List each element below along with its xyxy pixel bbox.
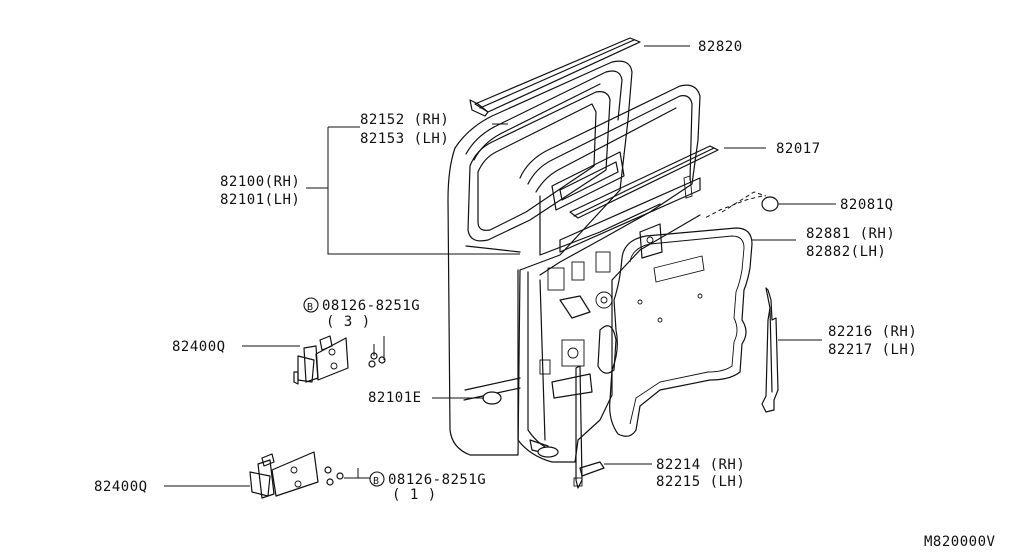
callout-82017: 82017	[776, 141, 821, 157]
callout-bolt-bottom-line-1: 08126-8251G	[388, 472, 486, 488]
part-82081Q-plug	[704, 191, 779, 219]
callout-82017-line-1: 82017	[776, 141, 821, 157]
callout-82100-line-1: 82100(RH)	[220, 174, 300, 190]
callout-82081Q-line-1: 82081Q	[840, 197, 894, 213]
callout-82214-line-2: 82215 (LH)	[656, 474, 745, 490]
callout-bolt-top-line-1: 08126-8251G	[322, 298, 420, 314]
part-82400Q-hinge-upper	[293, 335, 349, 385]
bolt-symbol-bottom: B	[373, 476, 380, 487]
callout-82152: 82152 (RH) 82153 (LH)	[360, 112, 449, 147]
callout-82881-line-2: 82882(LH)	[806, 244, 886, 260]
callout-bolt-top-line-2: ( 3 )	[326, 314, 371, 330]
callout-82214-line-1: 82214 (RH)	[656, 457, 745, 473]
bolt-symbol-top: B	[307, 302, 314, 313]
callout-82820-line-1: 82820	[698, 39, 743, 55]
part-82017-belt-moulding	[569, 145, 719, 219]
part-82152-window-frame	[519, 84, 701, 276]
leader-lines	[164, 45, 836, 487]
callout-82101E-line-1: 82101E	[368, 390, 422, 406]
callout-82152-line-1: 82152 (RH)	[360, 112, 449, 128]
callout-82216-line-2: 82217 (LH)	[828, 342, 917, 358]
callout-82881: 82881 (RH) 82882(LH)	[806, 226, 895, 260]
callout-82081Q: 82081Q	[840, 197, 894, 213]
callout-82152-line-2: 82153 (LH)	[360, 131, 449, 147]
bolts-upper	[368, 336, 386, 368]
callout-bolt-bottom-line-2: ( 1 )	[392, 487, 437, 503]
callout-82400Q-bottom-line-1: 82400Q	[94, 479, 148, 495]
bolt-symbol-icon	[369, 471, 385, 487]
callout-bolt-top: B 08126-8251G ( 3 )	[303, 297, 420, 330]
part-82820-moulding	[469, 37, 641, 117]
bolts-lower	[324, 466, 344, 486]
part-82216-rod	[761, 287, 779, 413]
callout-82214: 82214 (RH) 82215 (LH)	[656, 457, 745, 490]
callout-82820: 82820	[698, 39, 743, 55]
callout-82216: 82216 (RH) 82217 (LH)	[828, 324, 917, 358]
callout-82216-line-1: 82216 (RH)	[828, 324, 917, 340]
callout-bolt-bottom: B 08126-8251G ( 1 )	[369, 471, 486, 503]
part-82214-rod	[573, 365, 605, 489]
callout-82400Q-bottom: 82400Q	[94, 479, 148, 495]
callout-82400Q-top-line-1: 82400Q	[172, 339, 226, 355]
callout-82100: 82100(RH) 82101(LH)	[220, 174, 300, 208]
figure-code: M820000V	[924, 534, 996, 550]
part-82881-sealing-screen	[609, 227, 753, 437]
callout-82101E: 82101E	[368, 390, 422, 406]
callout-82881-line-1: 82881 (RH)	[806, 226, 895, 242]
part-82400Q-hinge-lower	[249, 451, 319, 499]
part-82100-door-panel	[447, 60, 633, 456]
callout-82400Q-top: 82400Q	[172, 339, 226, 355]
part-door-inner	[517, 175, 701, 463]
bolt-symbol-icon	[303, 297, 319, 313]
callout-82100-line-2: 82101(LH)	[220, 192, 300, 208]
